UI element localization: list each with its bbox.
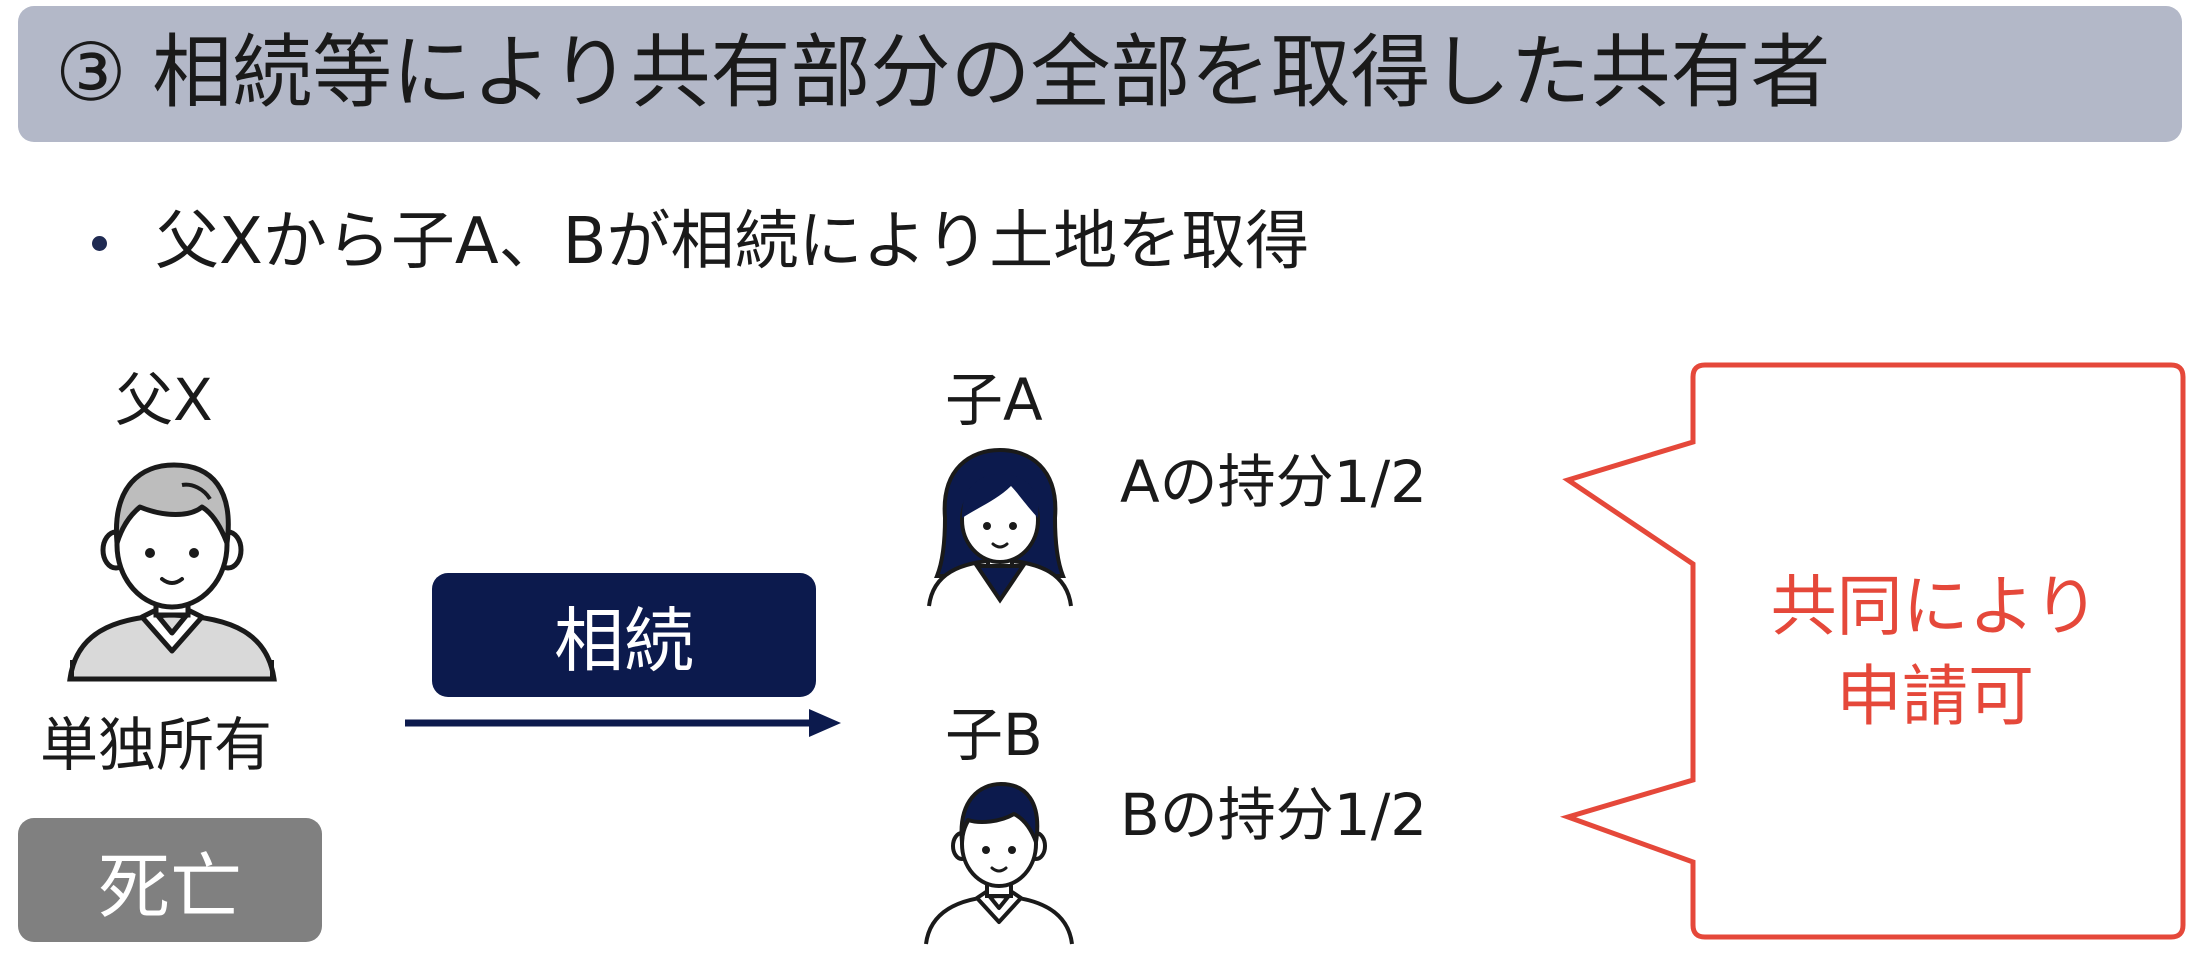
father-label: 父X [115, 366, 213, 434]
father-avatar-icon [67, 462, 277, 682]
deceased-badge: 死亡 [18, 818, 322, 942]
page-title: ③ 相続等により共有部分の全部を取得した共有者 [55, 26, 1831, 119]
bullet-text: 父Xから子A、Bが相続により土地を取得 [155, 205, 1310, 279]
ownership-label: 単独所有 [40, 711, 273, 779]
daughter-avatar-icon [927, 447, 1073, 607]
child-a-share: Aの持分1/2 [1120, 448, 1428, 516]
callout-text: 共同により 申請可 [1700, 562, 2170, 742]
child-a-label: 子A [945, 366, 1043, 434]
callout-line-2: 申請可 [1836, 658, 2034, 735]
child-b-share: Bの持分1/2 [1120, 781, 1428, 849]
inheritance-badge: 相続 [432, 573, 816, 697]
son-avatar-icon [924, 782, 1074, 945]
callout-bubble [1559, 362, 2186, 940]
arrow-right-icon [405, 709, 841, 737]
callout-line-1: 共同により [1770, 568, 2100, 645]
bullet-dot [92, 236, 107, 251]
child-b-label: 子B [945, 701, 1043, 769]
title-bar [18, 6, 2182, 142]
